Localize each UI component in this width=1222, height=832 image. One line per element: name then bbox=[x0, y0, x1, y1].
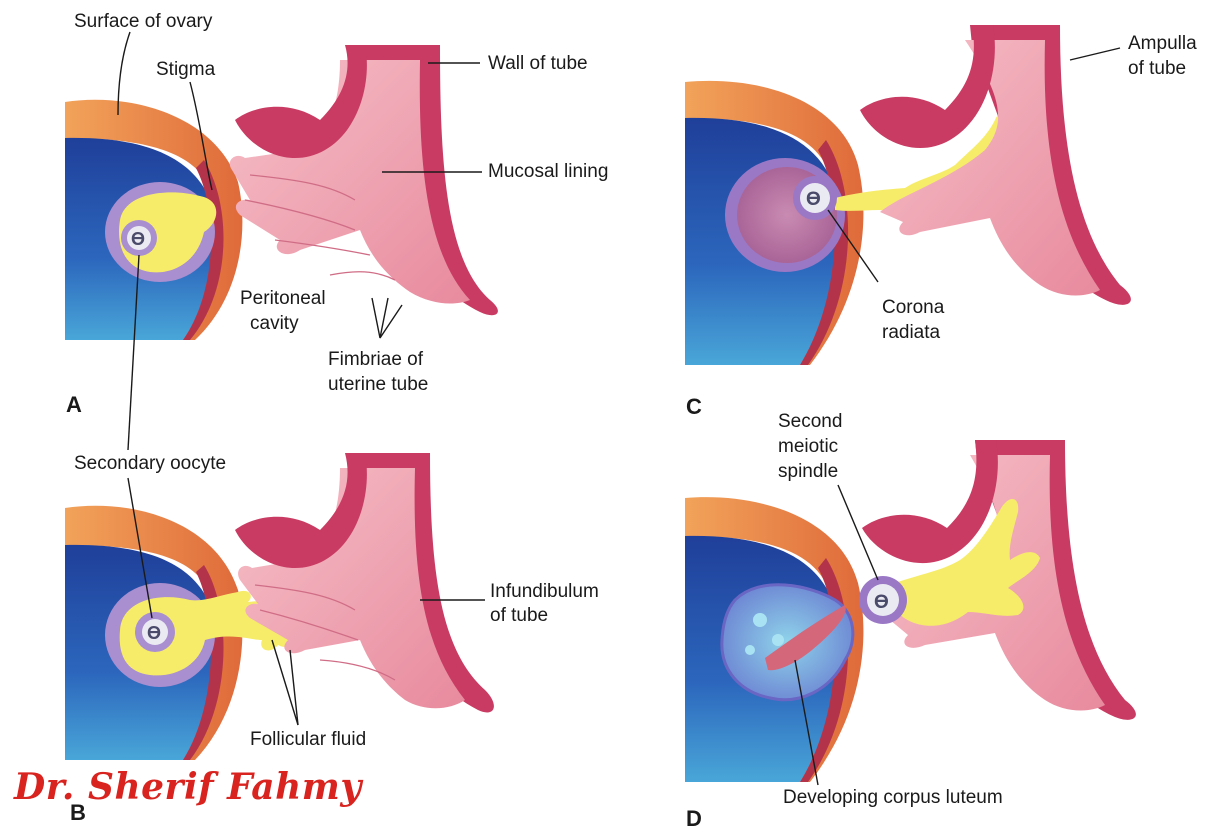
label-ampulla-line1: Ampulla bbox=[1128, 32, 1197, 55]
label-wall-of-tube: Wall of tube bbox=[488, 52, 588, 75]
panel-letter-c: C bbox=[686, 394, 702, 420]
label-corpus-luteum: Developing corpus luteum bbox=[783, 786, 1003, 809]
svg-text:ϴ: ϴ bbox=[131, 229, 145, 249]
svg-text:ϴ: ϴ bbox=[806, 189, 821, 210]
leader-fimbriae-1 bbox=[372, 298, 388, 338]
svg-text:ϴ: ϴ bbox=[874, 592, 889, 613]
label-stigma: Stigma bbox=[156, 58, 215, 81]
panel-letter-a: A bbox=[66, 392, 82, 418]
label-peritoneal-cavity-line2: cavity bbox=[250, 312, 299, 335]
tube-edge-c bbox=[860, 25, 995, 148]
label-follicular-fluid: Follicular fluid bbox=[250, 728, 366, 751]
svg-text:ϴ: ϴ bbox=[147, 623, 161, 643]
label-corona-line2: radiata bbox=[882, 321, 940, 344]
label-spindle-line3: spindle bbox=[778, 460, 838, 483]
panel-d: ϴ bbox=[685, 440, 1136, 782]
label-surface-of-ovary: Surface of ovary bbox=[74, 10, 212, 33]
label-fimbriae-line1: Fimbriae of bbox=[328, 348, 423, 371]
label-spindle-line2: meiotic bbox=[778, 435, 838, 458]
label-spindle-line1: Second bbox=[778, 410, 842, 433]
label-secondary-oocyte: Secondary oocyte bbox=[74, 452, 226, 475]
panel-b: ϴ bbox=[65, 453, 494, 760]
watermark: Dr. Sherif Fahmy bbox=[14, 766, 362, 808]
label-peritoneal-cavity-line1: Peritoneal bbox=[240, 287, 326, 310]
label-infundibulum-line2: of tube bbox=[490, 604, 548, 627]
label-corona-line1: Corona bbox=[882, 296, 944, 319]
leader-ampulla bbox=[1070, 48, 1120, 60]
label-ampulla-line2: of tube bbox=[1128, 57, 1186, 80]
label-mucosal-lining: Mucosal lining bbox=[488, 160, 608, 183]
panel-letter-d: D bbox=[686, 806, 702, 832]
label-fimbriae-line2: uterine tube bbox=[328, 373, 428, 396]
label-infundibulum-line1: Infundibulum bbox=[490, 580, 599, 603]
